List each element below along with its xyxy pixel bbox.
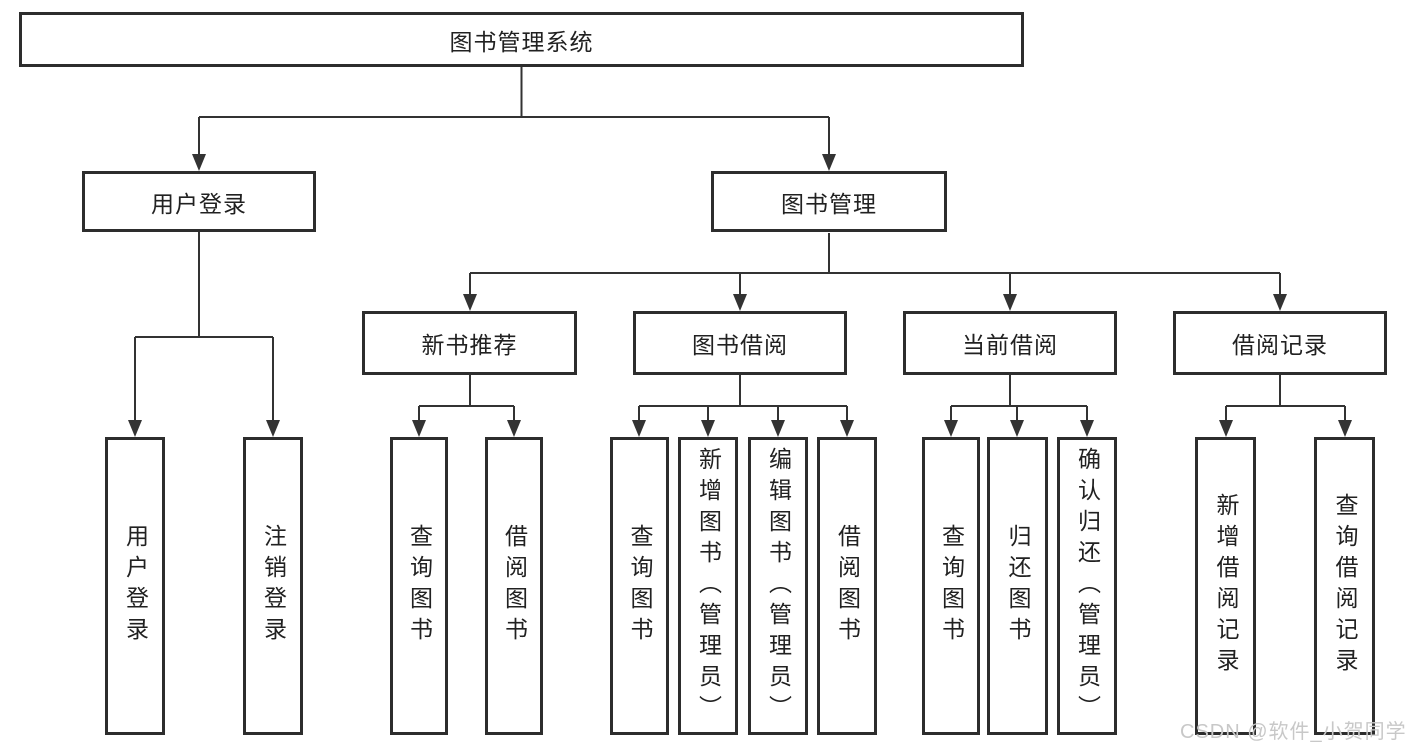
arrowheads xyxy=(128,154,1352,437)
leaf-query-books-2-label: 查询图书 xyxy=(627,524,653,648)
node-current-borrow: 当前借阅 xyxy=(903,311,1117,375)
leaf-query-books-2: 查询图书 xyxy=(610,437,669,735)
arrowhead-icon xyxy=(840,420,854,437)
node-book-borrow-label: 图书借阅 xyxy=(692,332,788,358)
leaf-borrow-books-1-label: 借阅图书 xyxy=(501,524,528,648)
arrowhead-icon xyxy=(128,420,142,437)
leaf-borrow-books-2: 借阅图书 xyxy=(817,437,877,735)
node-book-management-label: 图书管理 xyxy=(781,190,877,217)
arrowhead-icon xyxy=(771,420,785,437)
arrowhead-icon xyxy=(733,294,747,311)
leaf-add-borrow-record-label: 新增借阅记录 xyxy=(1213,493,1239,679)
node-new-book-recommend: 新书推荐 xyxy=(362,311,577,375)
node-root-label: 图书管理系统 xyxy=(449,28,594,55)
leaf-confirm-return-admin: 确认归还（管理员） xyxy=(1057,437,1117,735)
leaf-query-books-1: 查询图书 xyxy=(390,437,448,735)
leaf-query-borrow-record-label: 查询借阅记录 xyxy=(1332,493,1358,679)
leaf-query-books-3: 查询图书 xyxy=(922,437,980,735)
leaf-user-login: 用户登录 xyxy=(105,437,165,735)
leaf-return-books-label: 归还图书 xyxy=(1005,524,1031,648)
node-book-borrow: 图书借阅 xyxy=(633,311,847,375)
arrowhead-icon xyxy=(1080,420,1094,437)
arrowhead-icon xyxy=(1010,420,1024,437)
leaf-borrow-books-1: 借阅图书 xyxy=(485,437,543,735)
leaf-query-books-3-label: 查询图书 xyxy=(938,524,965,648)
watermark: CSDN @软件_小贺同学 xyxy=(1180,721,1405,743)
arrowhead-icon xyxy=(463,294,477,311)
leaf-return-books: 归还图书 xyxy=(987,437,1048,735)
leaf-edit-books-admin-label: 编辑图书（管理员） xyxy=(765,446,792,726)
arrowhead-icon xyxy=(192,154,206,171)
node-borrow-records-label: 借阅记录 xyxy=(1232,332,1328,358)
arrowhead-icon xyxy=(1003,294,1017,311)
node-book-management: 图书管理 xyxy=(711,171,947,232)
arrowhead-icon xyxy=(822,154,836,171)
node-user-login-label: 用户登录 xyxy=(151,190,247,217)
node-user-login: 用户登录 xyxy=(82,171,316,232)
arrowhead-icon xyxy=(266,420,280,437)
arrowhead-icon xyxy=(1219,420,1233,437)
leaf-query-borrow-record: 查询借阅记录 xyxy=(1314,437,1375,735)
node-new-book-recommend-label: 新书推荐 xyxy=(421,332,518,358)
leaf-logout-label: 注销登录 xyxy=(260,524,287,648)
leaf-add-borrow-record: 新增借阅记录 xyxy=(1195,437,1256,735)
arrowhead-icon xyxy=(944,420,958,437)
arrowhead-icon xyxy=(701,420,715,437)
arrowhead-icon xyxy=(412,420,426,437)
arrowhead-icon xyxy=(1338,420,1352,437)
arrowhead-icon xyxy=(1273,294,1287,311)
arrowhead-icon xyxy=(507,420,521,437)
arrowhead-icon xyxy=(632,420,646,437)
leaf-confirm-return-admin-label: 确认归还（管理员） xyxy=(1074,446,1101,726)
leaf-borrow-books-2-label: 借阅图书 xyxy=(834,524,861,648)
leaf-add-books-admin: 新增图书（管理员） xyxy=(678,437,738,735)
node-current-borrow-label: 当前借阅 xyxy=(962,332,1058,358)
leaf-edit-books-admin: 编辑图书（管理员） xyxy=(748,437,808,735)
leaf-user-login-label: 用户登录 xyxy=(122,524,149,648)
node-borrow-records: 借阅记录 xyxy=(1173,311,1387,375)
node-root: 图书管理系统 xyxy=(19,12,1024,67)
leaf-logout: 注销登录 xyxy=(243,437,303,735)
leaf-query-books-1-label: 查询图书 xyxy=(406,524,433,648)
leaf-add-books-admin-label: 新增图书（管理员） xyxy=(695,446,722,726)
